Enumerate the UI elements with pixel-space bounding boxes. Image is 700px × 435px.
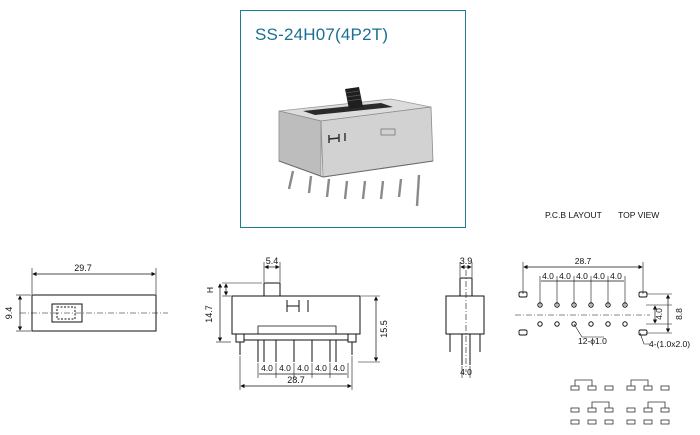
actuator-width-label: 5.4 — [266, 256, 279, 266]
pcb-row-span: 8.8 — [674, 308, 684, 320]
side-view — [216, 262, 380, 390]
side-pitch-5: 4.0 — [333, 363, 345, 373]
body-height-label: 14.7 — [204, 305, 214, 323]
end-view — [445, 262, 485, 378]
pcb-pitch-1: 4.0 — [542, 271, 554, 281]
front-view — [16, 268, 168, 332]
side-pitch-3: 4.0 — [297, 363, 309, 373]
pcb-pitch-4: 4.0 — [593, 271, 605, 281]
side-pitch-1: 4.0 — [261, 363, 273, 373]
front-height-label: 9.4 — [4, 307, 14, 320]
pcb-holes — [537, 302, 628, 327]
pcb-row-pitch: 4.0 — [654, 308, 664, 320]
top-view-label: TOP VIEW — [618, 210, 660, 220]
pcb-view-labels: P.C.B LAYOUT TOP VIEW — [545, 210, 673, 220]
total-height-label: 15.5 — [379, 320, 389, 338]
side-pitch-4: 4.0 — [315, 363, 327, 373]
end-pin-label: 4.0 — [460, 367, 472, 377]
side-overall-width: 28.7 — [287, 375, 305, 385]
product-photo-panel: SS-24H07(4P2T) — [240, 10, 466, 228]
pcb-slot-note: 4-(1.0x2.0) — [649, 339, 690, 349]
end-width-label: 3.9 — [460, 256, 473, 266]
pcb-overall-width: 28.7 — [575, 256, 592, 266]
product-title: SS-24H07(4P2T) — [255, 25, 389, 44]
pcb-hole-note: 12-ϕ1.0 — [578, 336, 607, 346]
photo-pins — [287, 170, 421, 207]
h-marker-label: H — [205, 287, 215, 293]
pcb-layout-label: P.C.B LAYOUT — [545, 210, 602, 220]
front-width-label: 29.7 — [74, 263, 92, 273]
switch-photo — [278, 87, 434, 207]
switch-schematic — [570, 379, 670, 425]
pcb-layout — [515, 262, 672, 345]
side-pitch-2: 4.0 — [279, 363, 291, 373]
pcb-pitch-2: 4.0 — [559, 271, 571, 281]
pcb-pitch-3: 4.0 — [576, 271, 588, 281]
pcb-slots — [518, 291, 648, 336]
pcb-pitch-5: 4.0 — [610, 271, 622, 281]
